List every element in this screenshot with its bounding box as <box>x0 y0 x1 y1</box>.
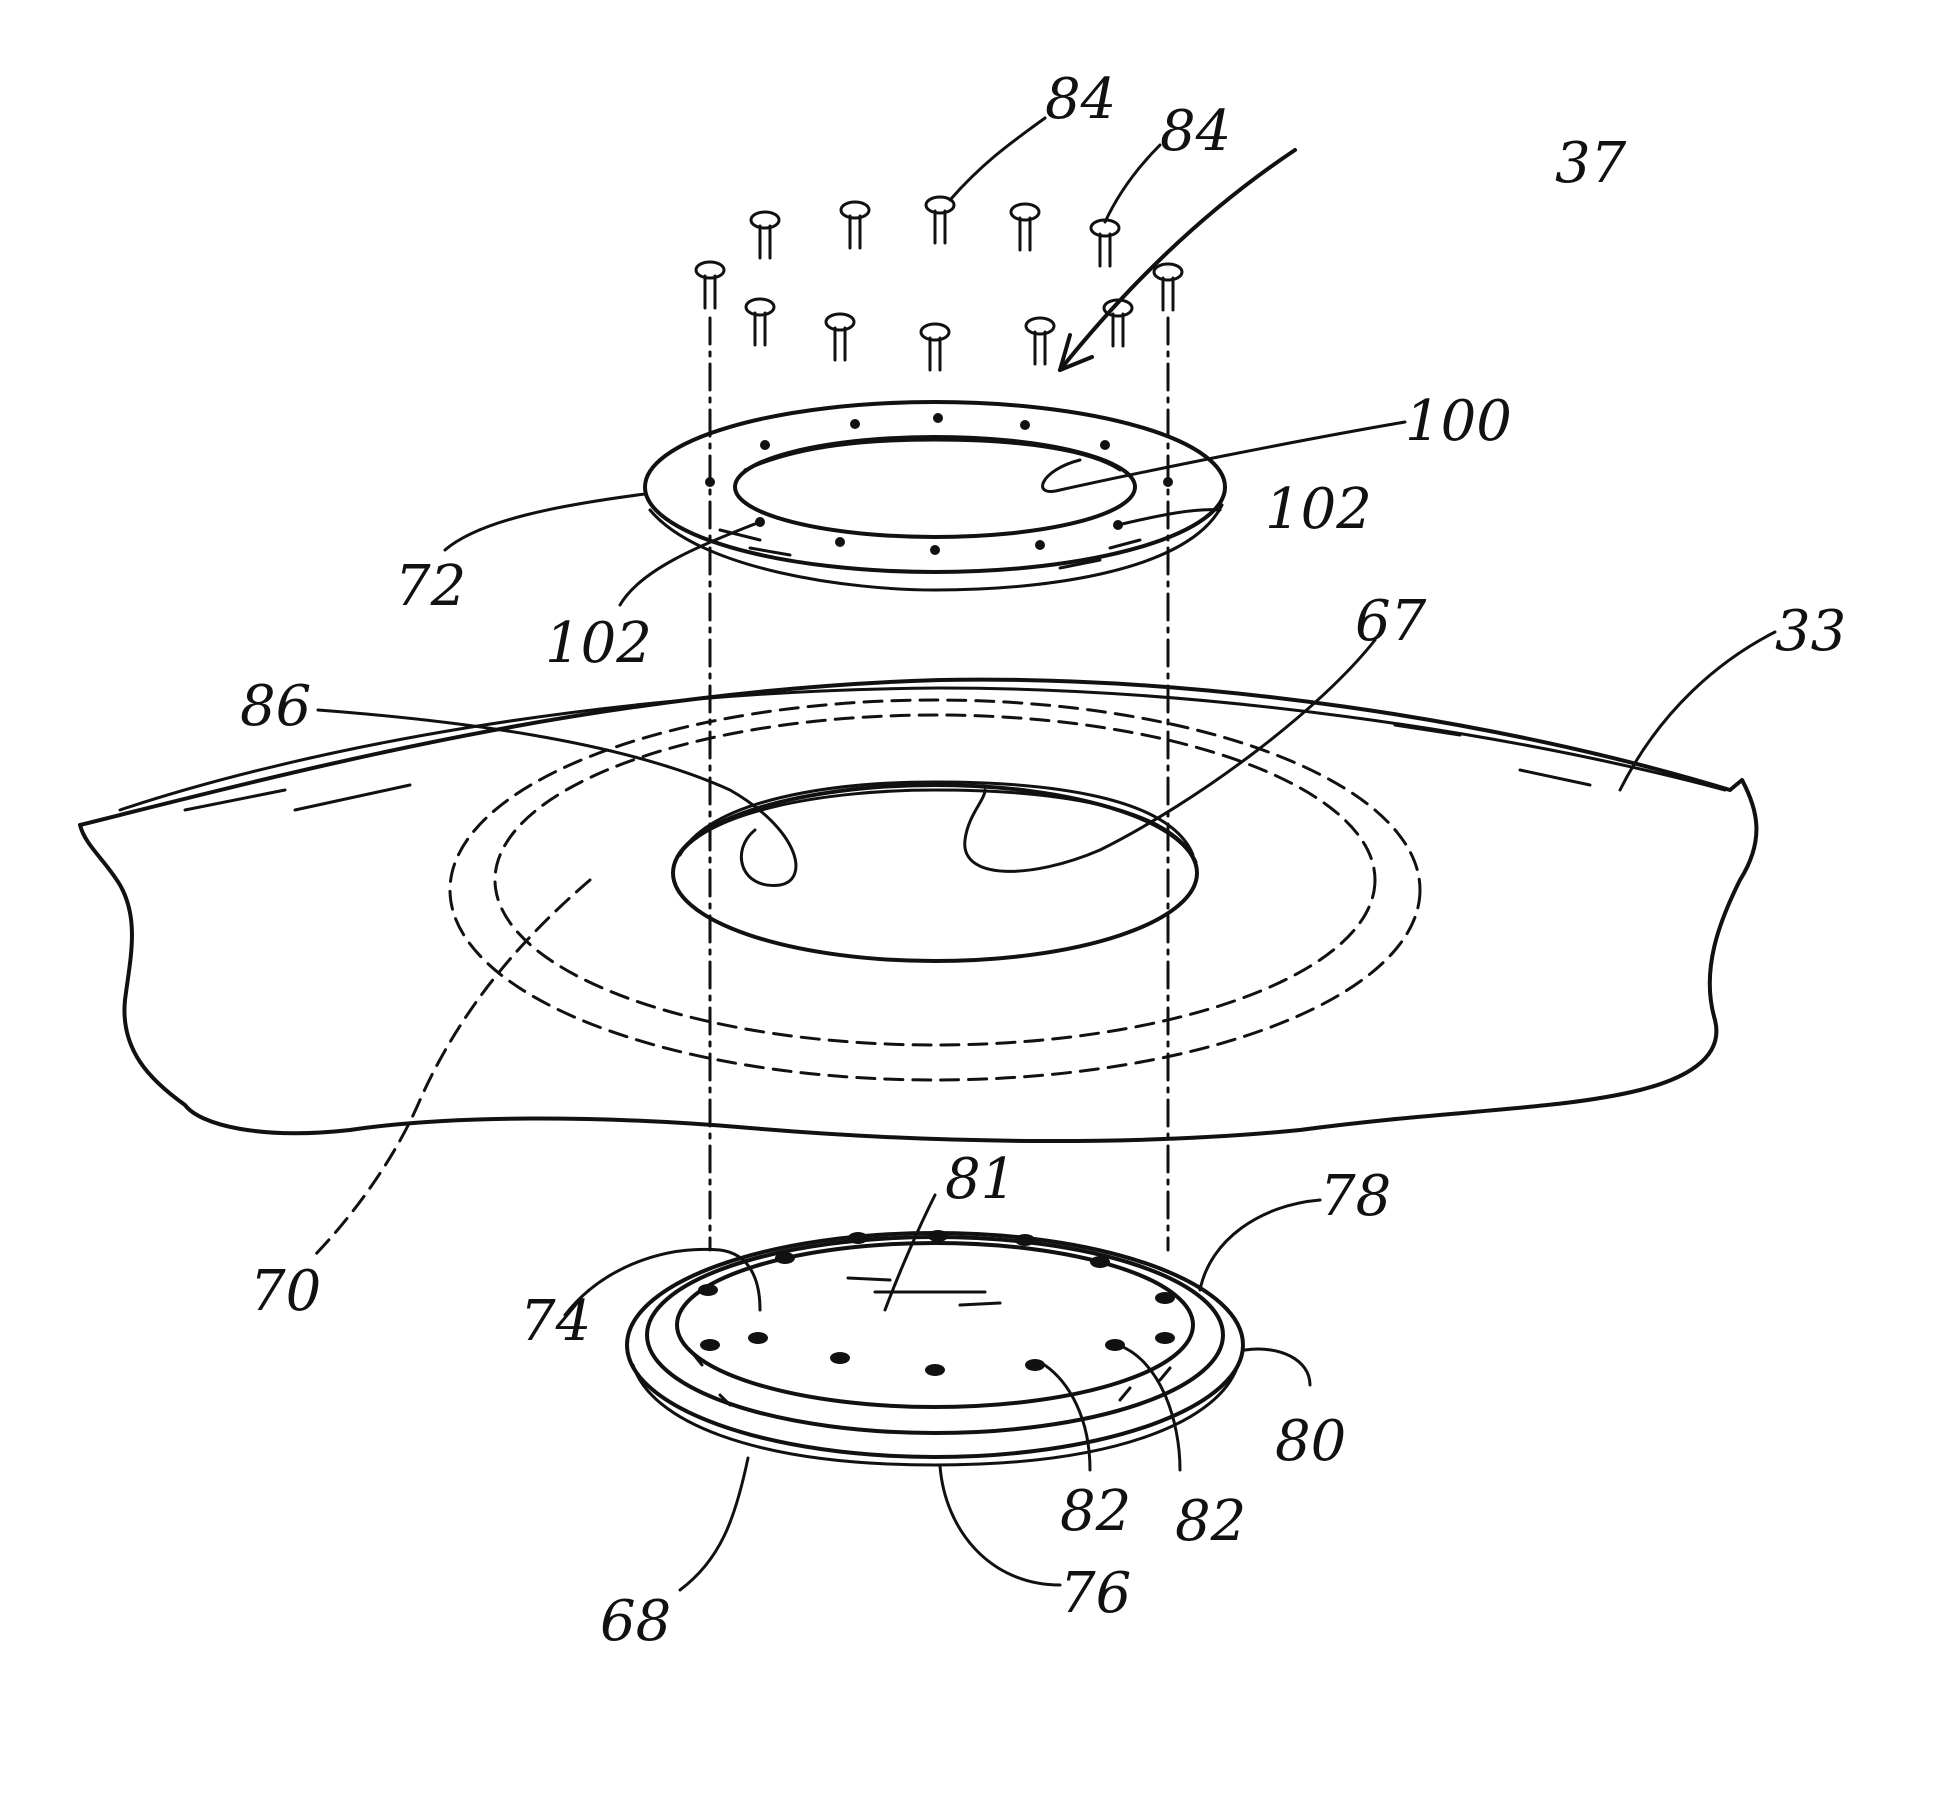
bolt <box>921 324 949 370</box>
leader-84-right <box>1105 145 1160 222</box>
bolt-group <box>696 197 1182 370</box>
ref-86: 86 <box>240 674 311 739</box>
bolt <box>746 299 774 345</box>
bolt <box>841 202 869 248</box>
bolt <box>926 197 954 243</box>
bolt <box>1154 264 1182 310</box>
ref-72: 72 <box>395 554 466 619</box>
bolt <box>826 314 854 360</box>
bolt <box>751 212 779 258</box>
ref-70: 70 <box>250 1259 321 1324</box>
ref-82-right: 82 <box>1175 1489 1246 1554</box>
ref-76: 76 <box>1060 1561 1131 1626</box>
ref-33: 33 <box>1775 599 1846 664</box>
bolt <box>696 262 724 308</box>
ref-67: 67 <box>1355 589 1427 654</box>
leader-84-left <box>950 118 1045 200</box>
bolt <box>1026 318 1054 364</box>
ref-100: 100 <box>1405 389 1512 454</box>
ref-102-left: 102 <box>545 611 652 676</box>
leader-67 <box>965 640 1375 871</box>
cover-plate-68 <box>627 1230 1243 1465</box>
ring-72 <box>645 402 1225 590</box>
leader-70 <box>310 880 590 1260</box>
leader-76 <box>940 1466 1060 1585</box>
seal-inner-dashed <box>495 715 1375 1045</box>
leader-68 <box>680 1458 748 1590</box>
leader-80 <box>1245 1349 1310 1385</box>
aperture-67 <box>673 782 1197 961</box>
assembly-arrow <box>1060 150 1295 370</box>
bolt <box>1011 204 1039 250</box>
bolt <box>1091 220 1119 266</box>
ref-74: 74 <box>520 1289 591 1354</box>
ref-82-left: 82 <box>1060 1479 1131 1544</box>
ref-80: 80 <box>1275 1409 1346 1474</box>
body-33 <box>80 680 1756 1141</box>
leader-78 <box>1200 1200 1320 1290</box>
ref-81: 81 <box>945 1147 1016 1212</box>
ref-84-left: 84 <box>1045 67 1116 132</box>
bolt <box>1104 300 1132 346</box>
ref-84-right: 84 <box>1160 99 1231 164</box>
ref-102-right: 102 <box>1265 477 1372 542</box>
ref-78: 78 <box>1320 1164 1391 1229</box>
seal-outer-dashed <box>450 700 1420 1080</box>
leader-72 <box>445 494 645 550</box>
ref-37: 37 <box>1555 131 1627 196</box>
ref-68: 68 <box>600 1589 671 1654</box>
